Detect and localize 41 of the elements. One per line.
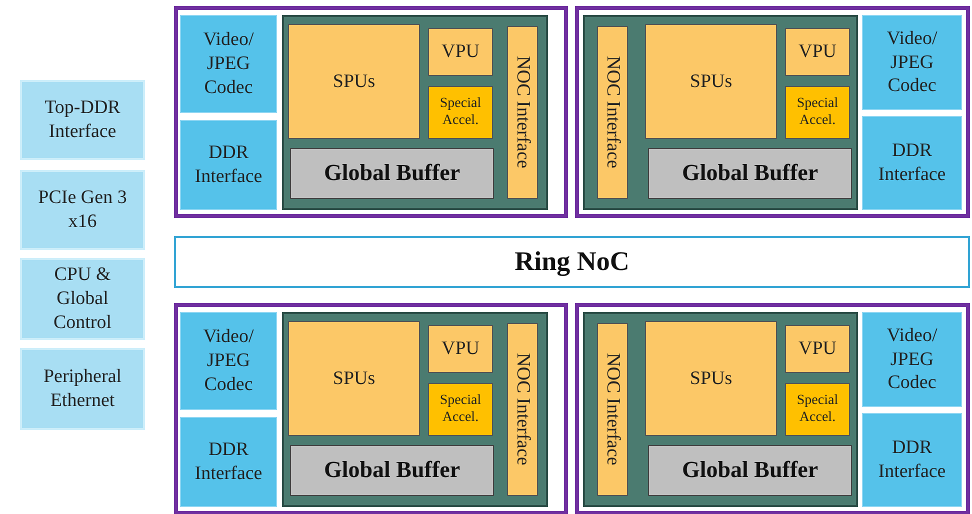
interface-block: NOC Interface <box>507 26 538 199</box>
interface-block: Video/ JPEG Codec <box>862 15 962 110</box>
accelerator-block: Special Accel. <box>428 86 493 139</box>
buffer-block: Global Buffer <box>290 148 494 199</box>
processing-block: SPUs <box>645 321 777 436</box>
accelerator-block: Special Accel. <box>785 383 850 436</box>
buffer-block: Global Buffer <box>648 148 852 199</box>
core-panel <box>282 312 548 507</box>
processing-block: SPUs <box>288 24 420 139</box>
interface-block: NOC Interface <box>597 26 628 199</box>
tile-frame <box>174 6 568 218</box>
processing-block: VPU <box>428 28 493 76</box>
processing-block: SPUs <box>288 321 420 436</box>
interface-block: PCIe Gen 3 x16 <box>20 170 145 250</box>
processing-block: VPU <box>785 28 850 76</box>
processing-block: VPU <box>428 325 493 373</box>
processing-block: VPU <box>785 325 850 373</box>
interface-block: Video/ JPEG Codec <box>180 15 277 113</box>
interface-block: DDR Interface <box>180 417 277 507</box>
tile-frame <box>575 303 970 514</box>
interface-block: Top-DDR Interface <box>20 80 145 160</box>
tile-frame <box>575 6 970 218</box>
accelerator-block: Special Accel. <box>428 383 493 436</box>
processing-block: SPUs <box>645 24 777 139</box>
interface-block: NOC Interface <box>507 323 538 496</box>
interface-block: DDR Interface <box>862 116 962 210</box>
core-panel <box>282 15 548 210</box>
interface-block: Peripheral Ethernet <box>20 348 145 430</box>
interface-block: Video/ JPEG Codec <box>862 312 962 407</box>
interface-block: DDR Interface <box>180 120 277 210</box>
buffer-block: Global Buffer <box>290 445 494 496</box>
interface-block: DDR Interface <box>862 413 962 507</box>
accelerator-block: Special Accel. <box>785 86 850 139</box>
buffer-block: Global Buffer <box>648 445 852 496</box>
ring-bus: Ring NoC <box>174 236 970 288</box>
interface-block: CPU & Global Control <box>20 258 145 340</box>
core-panel <box>583 15 858 210</box>
interface-block: Video/ JPEG Codec <box>180 312 277 410</box>
core-panel <box>583 312 858 507</box>
tile-frame <box>174 303 568 514</box>
interface-block: NOC Interface <box>597 323 628 496</box>
